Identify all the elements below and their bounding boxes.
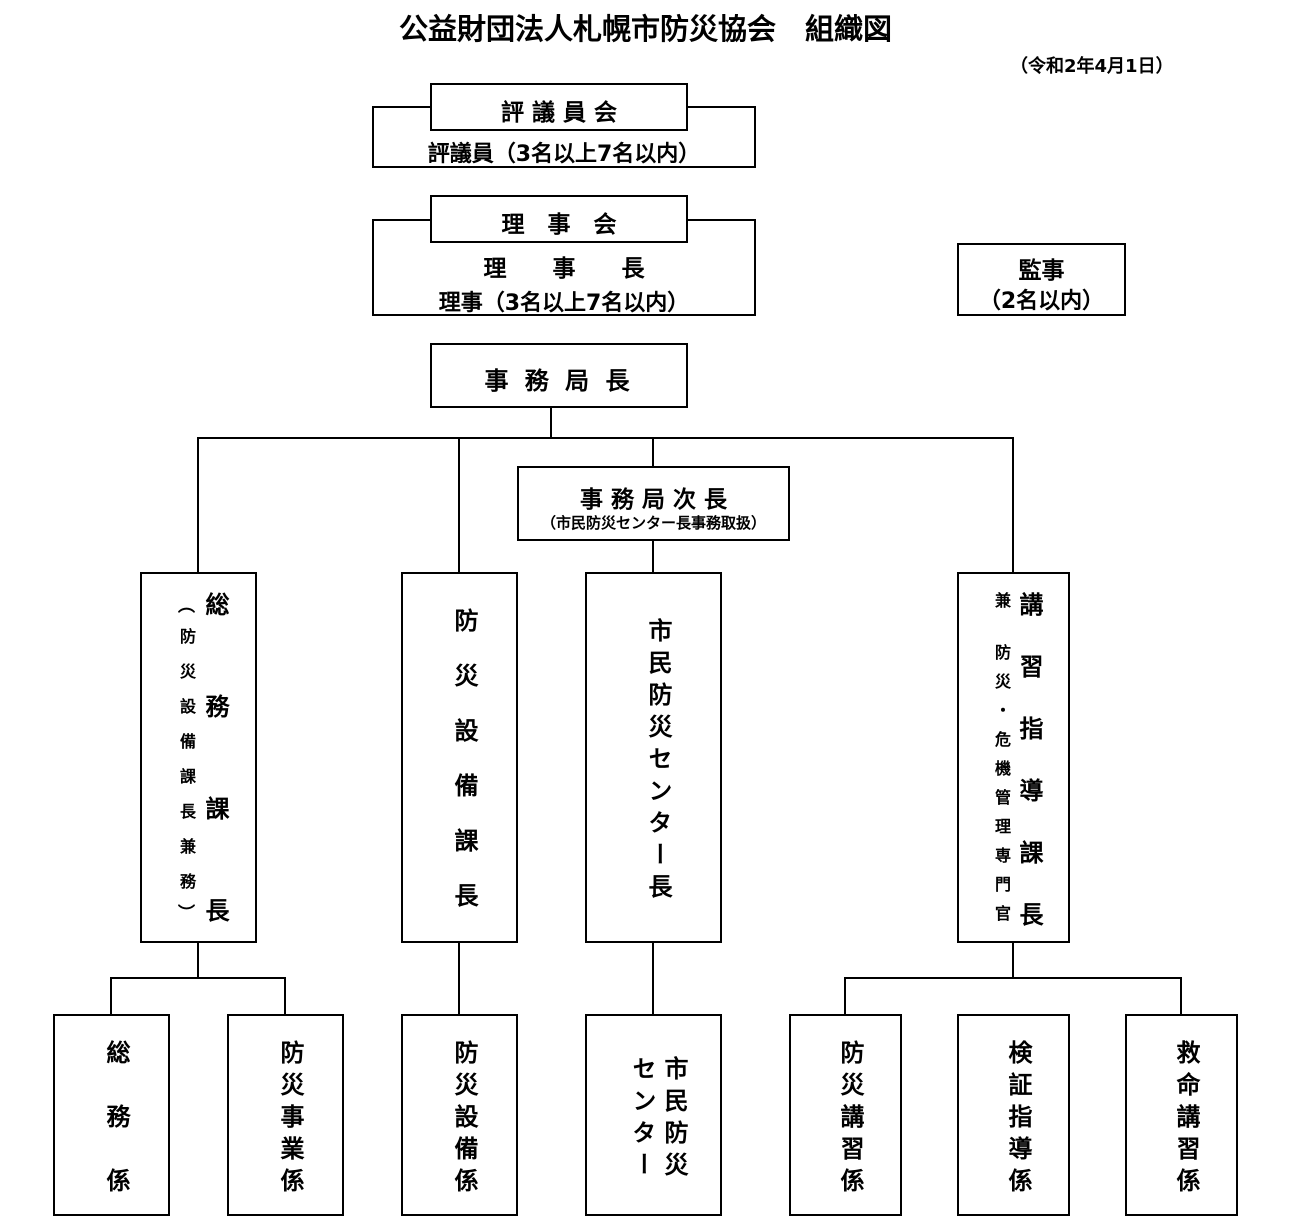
page-title: 公益財団法人札幌市防災協会 組織図 <box>398 12 892 46</box>
auditor-label: 監事 <box>1018 258 1065 284</box>
secretary-general-label: 事 務 局 長 <box>484 367 634 395</box>
section-title: 総務課長 <box>201 592 229 1000</box>
unit-title: 検証指導係 <box>1004 1040 1032 1200</box>
connector <box>197 437 199 573</box>
connector <box>458 941 460 1015</box>
unit-title: 総務係 <box>102 1040 130 1230</box>
unit-title-line2: センター <box>628 1056 656 1184</box>
note-bracket: ︶ <box>174 904 194 921</box>
section-title: 市民防災センター長 <box>644 618 672 906</box>
auditor-limit: （2名以内） <box>978 289 1105 314</box>
council-header-label: 評 議 員 会 <box>500 100 618 126</box>
connector <box>284 977 286 1015</box>
section-note: 防災・危機管理専門官 <box>992 644 1011 934</box>
deputy-note: （市民防災センター長事務取扱） <box>540 514 766 532</box>
connector <box>844 977 846 1015</box>
unit-title-line1: 市民防災 <box>660 1056 688 1184</box>
connector <box>1012 437 1014 573</box>
connector <box>197 941 199 978</box>
connector <box>197 437 1014 439</box>
section-disaster-equipment: 防災設備課長 <box>401 572 518 943</box>
connector <box>458 437 460 573</box>
secretary-general-box: 事 務 局 長 <box>430 343 688 408</box>
unit-disaster-equipment: 防災設備係 <box>401 1014 518 1216</box>
unit-title: 防災講習係 <box>836 1040 864 1200</box>
section-note: 防災設備課長兼務 <box>177 628 196 908</box>
section-note: 兼 <box>992 592 1011 608</box>
council-header: 評 議 員 会 <box>430 83 688 131</box>
date-label: （令和2年4月1日） <box>1010 56 1174 77</box>
unit-disaster-training: 防災講習係 <box>789 1014 902 1216</box>
deputy-box: 事 務 局 次 長 （市民防災センター長事務取扱） <box>517 466 790 541</box>
section-title: 防災設備課長 <box>450 608 478 938</box>
unit-title: 救命講習係 <box>1172 1040 1200 1200</box>
unit-disaster-projects: 防災事業係 <box>227 1014 344 1216</box>
section-general-affairs: 総務課長 ︵ 防災設備課長兼務 ︶ <box>140 572 257 1000</box>
connector <box>1180 977 1182 1015</box>
auditor-box: 監事 （2名以内） <box>957 243 1126 316</box>
board-header: 理 事 会 <box>430 195 688 243</box>
unit-verification: 検証指導係 <box>957 1014 1070 1216</box>
council-members: 評議員（3名以上7名以内） <box>427 142 701 167</box>
unit-lifesaving: 救命講習係 <box>1125 1014 1238 1216</box>
deputy-title: 事 務 局 次 長 <box>579 487 728 513</box>
connector <box>110 977 286 979</box>
connector <box>110 977 112 1015</box>
connector <box>550 407 552 439</box>
unit-citizen-center: 市民防災 センター <box>585 1014 722 1216</box>
board-members: 理事（3名以上7名以内） <box>438 291 690 316</box>
board-chair: 理 事 長 <box>483 256 645 282</box>
connector <box>1012 941 1014 978</box>
connector <box>844 977 1182 979</box>
note-bracket: ︵ <box>174 596 194 613</box>
section-title: 講習指導課長 <box>1015 592 1043 964</box>
unit-title: 防災事業係 <box>276 1040 304 1200</box>
unit-general: 総務係 <box>53 1014 170 1230</box>
connector <box>652 941 654 1015</box>
board-header-label: 理 事 会 <box>501 212 617 238</box>
section-training: 講習指導課長 兼 防災・危機管理専門官 <box>957 572 1070 964</box>
unit-title: 防災設備係 <box>450 1040 478 1200</box>
section-citizen-center: 市民防災センター長 <box>585 572 722 943</box>
